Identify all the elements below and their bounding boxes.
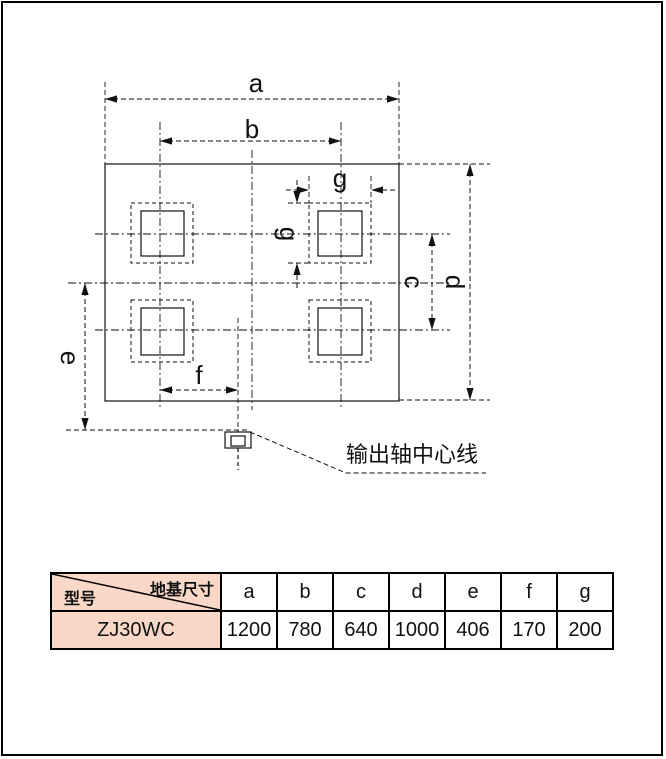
dim-label-f: f (195, 360, 203, 390)
column-header-a: a (220, 572, 278, 612)
column-header-d: d (388, 572, 446, 612)
extension-lines (66, 82, 490, 432)
table-corner-cell: 地基尺寸 型号 (50, 572, 222, 612)
model-cell: ZJ30WC (50, 610, 222, 650)
pocket-bottom-right-inner (317, 307, 363, 356)
value-cell-g: 200 (556, 610, 614, 650)
column-header-b: b (276, 572, 334, 612)
table-header-row: 地基尺寸 型号 a b c d e f g (50, 572, 614, 612)
header-model: 型号 (64, 589, 97, 608)
value-cell-e: 406 (444, 610, 502, 650)
dim-label-g-side: g (274, 227, 304, 241)
dim-label-g-top: g (333, 163, 347, 193)
foundation-drawing: a b g g c d e f 输出轴中心线 (55, 68, 490, 474)
value-cell-b: 780 (276, 610, 334, 650)
pocket-top-right-inner (317, 210, 363, 257)
output-shaft-symbol (224, 431, 252, 470)
dim-label-e: e (55, 351, 85, 365)
value-cell-a: 1200 (220, 610, 278, 650)
dim-label-c: c (399, 276, 429, 289)
pocket-top-left-outer (130, 202, 194, 264)
pocket-top-left-inner (140, 210, 185, 257)
dim-label-a: a (249, 68, 264, 98)
column-header-g: g (556, 572, 614, 612)
pocket-bottom-left-outer (130, 299, 194, 363)
corner-diagonal (52, 574, 220, 610)
dim-label-d: d (440, 275, 470, 289)
table-row: ZJ30WC 1200 780 640 1000 406 170 200 (50, 610, 614, 650)
pocket-top-right-outer (308, 202, 372, 264)
value-cell-c: 640 (332, 610, 390, 650)
value-cell-d: 1000 (388, 610, 446, 650)
output-axis-label: 输出轴中心线 (346, 443, 478, 468)
center-lines (68, 122, 450, 410)
dim-label-b: b (245, 114, 259, 144)
pocket-bottom-right-outer (308, 299, 372, 363)
column-header-e: e (444, 572, 502, 612)
header-foundation-size: 地基尺寸 (149, 580, 214, 599)
output-axis-leader (249, 431, 486, 474)
dimension-lines (81, 95, 474, 430)
pocket-bottom-left-inner (140, 307, 185, 356)
value-cell-f: 170 (500, 610, 558, 650)
column-header-f: f (500, 572, 558, 612)
column-header-c: c (332, 572, 390, 612)
anchor-pockets (130, 202, 372, 363)
foundation-size-table: 地基尺寸 型号 a b c d e f g ZJ30WC 1200 780 64… (50, 572, 614, 650)
